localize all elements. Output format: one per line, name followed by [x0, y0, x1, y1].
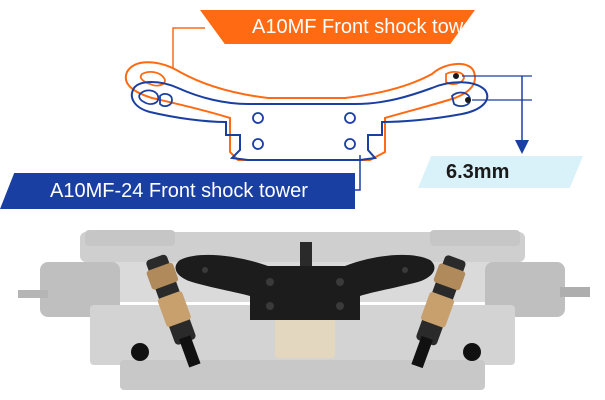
height-difference-label: 6.3mm [418, 156, 583, 188]
a10mf-tower-outline [124, 61, 476, 161]
carbon-shock-tower [175, 254, 435, 320]
carbon-texture [202, 267, 408, 310]
arrow-down-icon [515, 140, 529, 154]
a10mf24-tower-outline [130, 81, 489, 161]
a10mf24-tower-label: A10MF-24 Front shock tower [0, 173, 355, 209]
left-shock [131, 254, 201, 368]
a10mf-mount-point [453, 73, 459, 79]
right-shock [411, 255, 481, 369]
a10mf24-leader-line [355, 155, 361, 191]
a10mf24-mount-point [465, 97, 471, 103]
a10mf-tower-label: A10MF Front shock tower [200, 10, 475, 44]
